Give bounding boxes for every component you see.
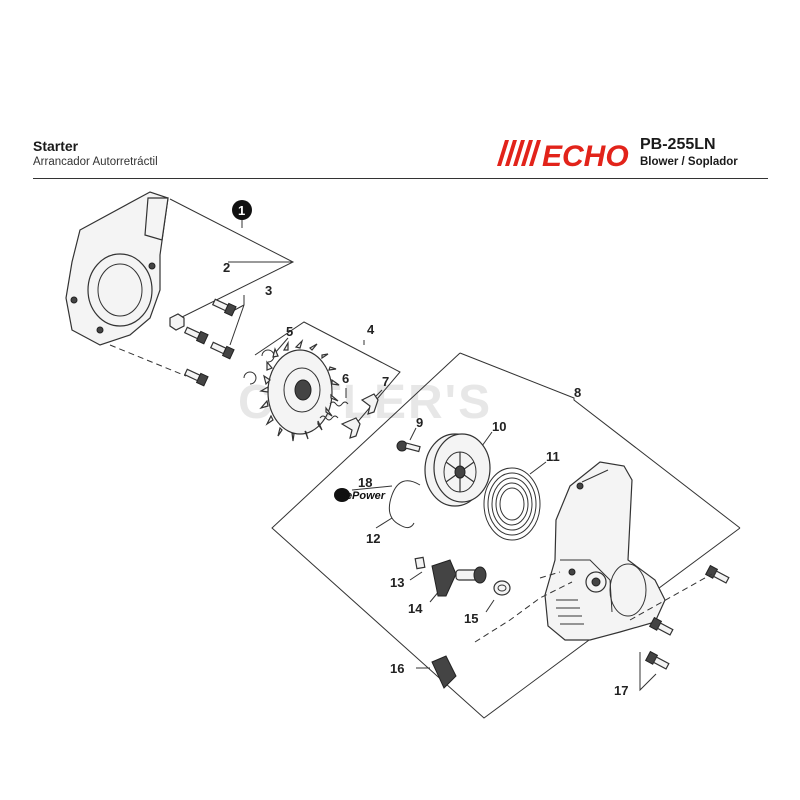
- svg-text:RePower: RePower: [338, 490, 386, 502]
- part-grip[interactable]: [431, 655, 457, 689]
- leader-9: [409, 427, 417, 441]
- callout-10: 10: [492, 419, 506, 434]
- leader-5: [274, 337, 289, 354]
- part-recoil-spring[interactable]: [483, 467, 541, 541]
- callout-6: 6: [342, 371, 349, 386]
- dash-line-case: [474, 581, 573, 643]
- callout-12: 12: [366, 531, 380, 546]
- part-springs[interactable]: [319, 401, 349, 421]
- part-starter-pulley[interactable]: [259, 338, 340, 442]
- echo-logo-text: ECHO: [542, 140, 629, 170]
- callout-4: 4: [367, 322, 375, 337]
- part-fan-cover[interactable]: [65, 191, 169, 346]
- dash-line-bolts: [629, 573, 713, 621]
- leader-17: [639, 652, 657, 692]
- dash-line-bolt: [109, 344, 187, 377]
- leader-13: [409, 571, 423, 581]
- leader-11: [529, 461, 547, 475]
- section-title: Starter: [33, 138, 79, 154]
- callout-15: 15: [464, 611, 478, 626]
- dash-line-handle: [539, 571, 561, 579]
- callout-1: 1: [238, 203, 245, 218]
- callout-2: 2: [223, 260, 230, 275]
- section-subtitle: Arrancador Autorretráctil: [33, 156, 158, 168]
- part-bolts[interactable]: [183, 297, 237, 387]
- part-screw[interactable]: [396, 440, 421, 453]
- part-circlip[interactable]: [243, 349, 275, 385]
- callout-18: 18: [358, 475, 372, 490]
- part-rope-handle[interactable]: [414, 556, 487, 597]
- echo-logo: ECHO: [497, 140, 629, 170]
- part-rope-reel[interactable]: [424, 433, 491, 507]
- callout-9: 9: [416, 415, 423, 430]
- leader-12: [375, 517, 393, 529]
- callout-17: 17: [614, 683, 628, 698]
- model-number: PB-255LN: [640, 136, 716, 153]
- callout-16: 16: [390, 661, 404, 676]
- leader-10: [481, 431, 493, 447]
- leader-18: [351, 485, 393, 491]
- part-nut[interactable]: [169, 313, 185, 331]
- callout-5: 5: [286, 324, 293, 339]
- callout-8: 8: [574, 385, 581, 400]
- part-starter-case[interactable]: [544, 461, 666, 641]
- leader-15: [485, 599, 495, 613]
- repower-badge: RePower: [334, 488, 386, 502]
- header-rule: [33, 178, 768, 179]
- part-starter-rope[interactable]: [388, 480, 421, 529]
- machine-type: Blower / Soplador: [640, 156, 738, 168]
- leader-3b: [229, 304, 245, 346]
- part-pawls[interactable]: [340, 393, 379, 439]
- callout-11: 11: [546, 449, 560, 464]
- callout-13: 13: [390, 575, 404, 590]
- callout-14: 14: [408, 601, 423, 616]
- part-case-bolts[interactable]: [644, 564, 730, 671]
- bracket-part-8-top: [459, 352, 741, 529]
- callout-3: 3: [265, 283, 272, 298]
- part-bushing[interactable]: [493, 580, 511, 596]
- callout-7: 7: [382, 374, 389, 389]
- callout-1-circle: [232, 200, 252, 220]
- diagram-header: Starter Arrancador Autorretráctil ECHO P…: [33, 136, 768, 180]
